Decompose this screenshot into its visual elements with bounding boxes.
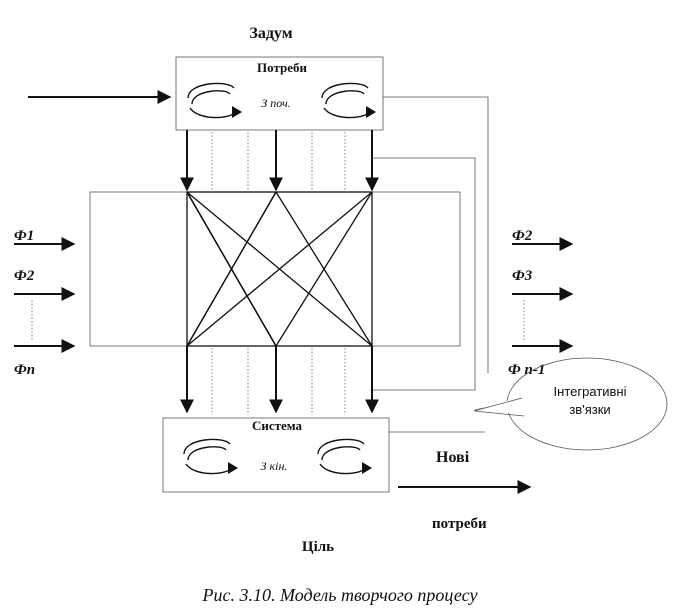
bottom-label: Ціль [302,539,334,555]
left-input-label: Фn [14,362,35,378]
left-input-label: Ф2 [14,268,35,284]
new-needs-line1: Нові [436,449,470,466]
left-input-label: Ф1 [14,228,34,244]
callout-line2: зв'язки [569,402,610,417]
needs-box-title: Потреби [257,60,307,75]
figure-caption: Рис. 3.10. Модель творчого процесу [202,585,478,605]
swirl-icon [317,438,372,475]
right-output-label: Ф3 [512,268,533,284]
right-output-label: Ф n-1 [508,362,545,378]
swirl-icon [183,438,238,475]
needs-box: Потреби З поч. [175,56,384,131]
new-needs-line2: потреби [432,516,487,532]
system-box: Система З кін. [162,417,390,493]
system-box-title: Система [252,418,303,433]
swirl-icon [321,82,376,119]
callout-line1: Інтегративні [554,384,627,399]
swirl-icon [187,82,242,119]
integrative-links-callout: Інтегративні зв'язки [473,357,668,451]
middle-frame [89,191,461,347]
system-box-sub: З кін. [261,459,288,473]
right-output-label: Ф2 [512,228,533,244]
needs-box-sub: З поч. [261,96,290,110]
top-label: Задум [249,25,292,42]
